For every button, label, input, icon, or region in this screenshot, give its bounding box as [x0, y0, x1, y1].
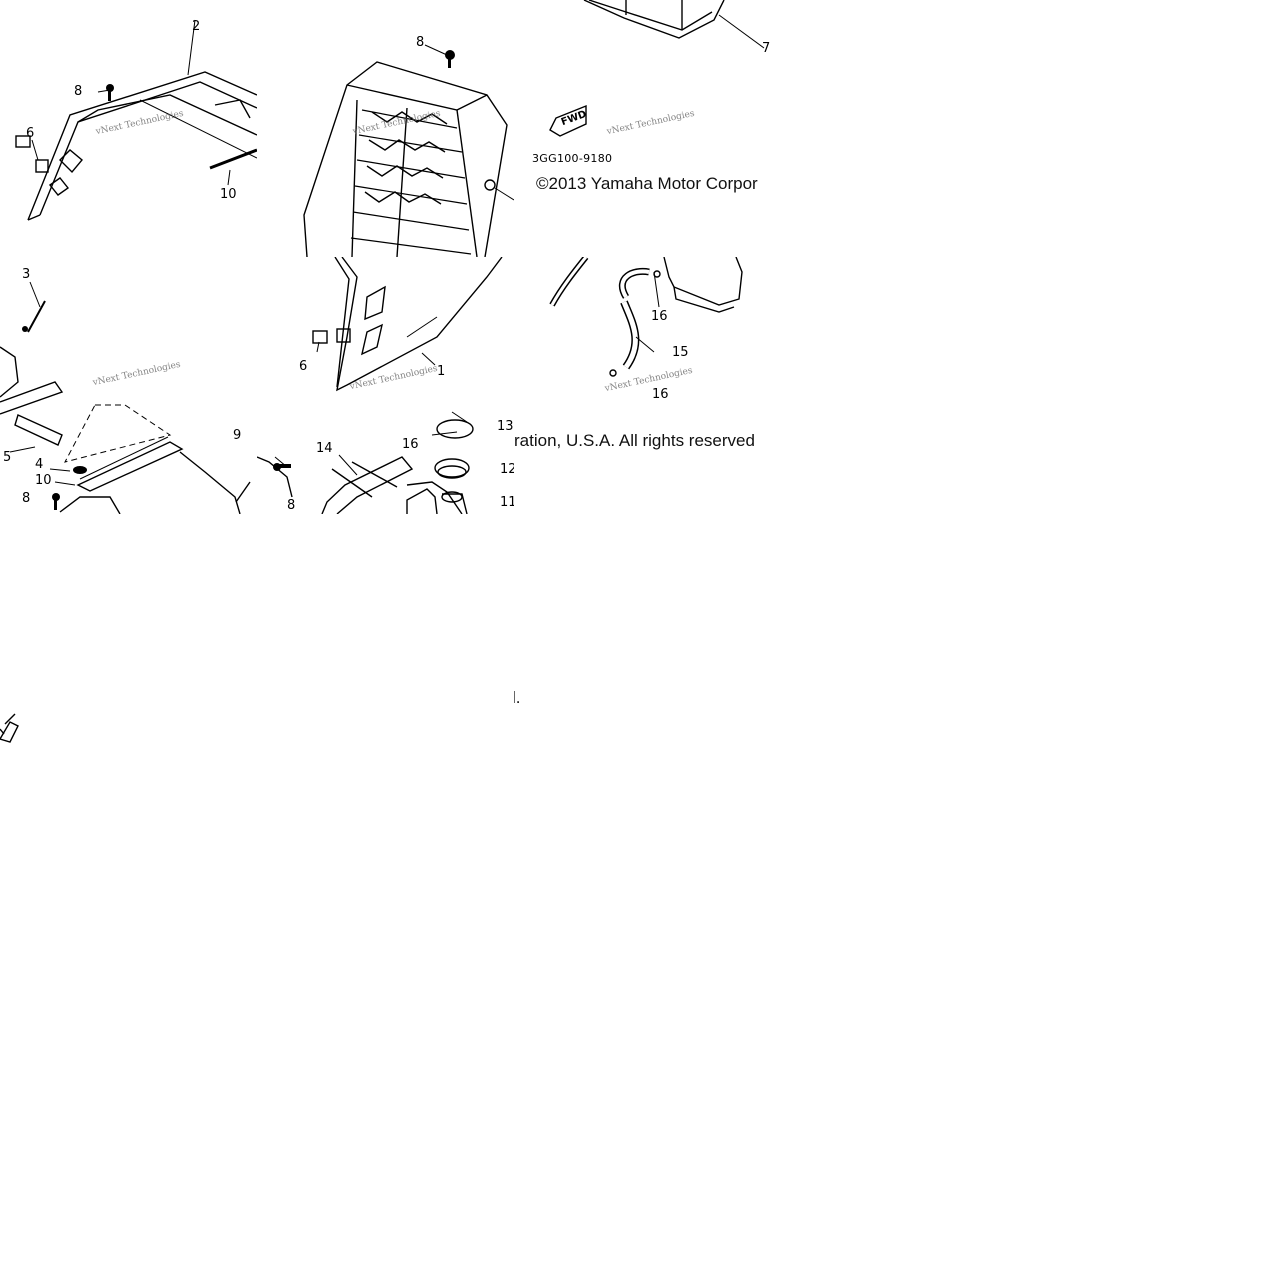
- callout-11: 11: [500, 495, 514, 510]
- tile-middle-left: 3 5 4 10 8 9 vNext Technologies: [0, 257, 257, 514]
- callout-10: 10: [220, 187, 237, 202]
- callout-14: 14: [316, 441, 333, 456]
- callout-8: 8: [22, 491, 31, 506]
- tile-bottom-right: l.: [514, 514, 771, 771]
- callout-16: 16: [651, 309, 668, 324]
- callout-16: 16: [652, 387, 669, 402]
- callout-9: 9: [233, 428, 242, 443]
- reservoir-tank-drawing: [549, 257, 743, 377]
- tile-top-right: FWD 7 vNext Technologies 3GG100-9180 ©20…: [514, 0, 771, 257]
- callout-8: 8: [416, 35, 425, 50]
- tile-top-middle: 8 vNext Technologies: [257, 0, 514, 257]
- callout-16: 16: [402, 437, 419, 452]
- tile-bottom-middle: [257, 514, 514, 771]
- diagram-code: 3GG100-9180: [532, 152, 613, 165]
- bracket-assembly-drawing: [0, 281, 251, 514]
- callout-7: 7: [762, 41, 771, 56]
- callout-2: 2: [192, 19, 201, 34]
- callout-3: 3: [22, 267, 31, 282]
- callout-4: 4: [35, 457, 44, 472]
- copyright-text: l.: [514, 688, 521, 707]
- callout-15: 15: [672, 345, 689, 360]
- callout-5: 5: [3, 450, 12, 465]
- callout-13: 13: [497, 419, 514, 434]
- side-cover-drawing: [549, 0, 765, 137]
- grille-bar-drawing: [15, 19, 257, 221]
- bolt-drawing: [0, 713, 19, 743]
- tile-middle-right: 16 15 16 vNext Technologies ration, U.S.…: [514, 257, 771, 514]
- callout-8: 8: [287, 498, 296, 513]
- callout-1: 1: [437, 364, 446, 379]
- tile-top-left: 2 8 6 10 vNext Technologies: [0, 0, 257, 257]
- radiator-cover-drawing: [303, 44, 514, 257]
- copyright-text: ©2013 Yamaha Motor Corpor: [536, 174, 758, 193]
- tile-center: 6 1 8 14 16 13 12 11 vNext Technologies: [257, 257, 514, 514]
- callout-10: 10: [35, 473, 52, 488]
- copyright-text: ration, U.S.A. All rights reserved: [514, 431, 755, 450]
- callout-6: 6: [26, 126, 35, 141]
- callout-12: 12: [500, 462, 514, 477]
- callout-8: 8: [74, 84, 83, 99]
- tile-bottom-left: [0, 514, 257, 771]
- callout-6: 6: [299, 359, 308, 374]
- radiator-cover-lower-drawing: [257, 257, 503, 514]
